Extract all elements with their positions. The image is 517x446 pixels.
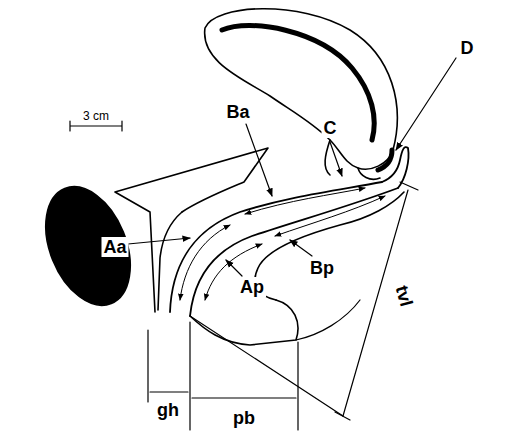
part-label: tvl xyxy=(391,281,417,310)
pubic-bone xyxy=(30,174,147,317)
part-label: pb xyxy=(231,408,257,428)
part-label: 3 cm xyxy=(81,109,111,123)
part-label: Bp xyxy=(308,258,336,278)
part-label: gh xyxy=(155,400,181,420)
part-label: Ba xyxy=(224,102,251,122)
part-label: Ap xyxy=(238,277,266,297)
part-label: C xyxy=(322,118,339,138)
part-label: D xyxy=(459,38,476,58)
part-label: Aa xyxy=(101,237,128,257)
